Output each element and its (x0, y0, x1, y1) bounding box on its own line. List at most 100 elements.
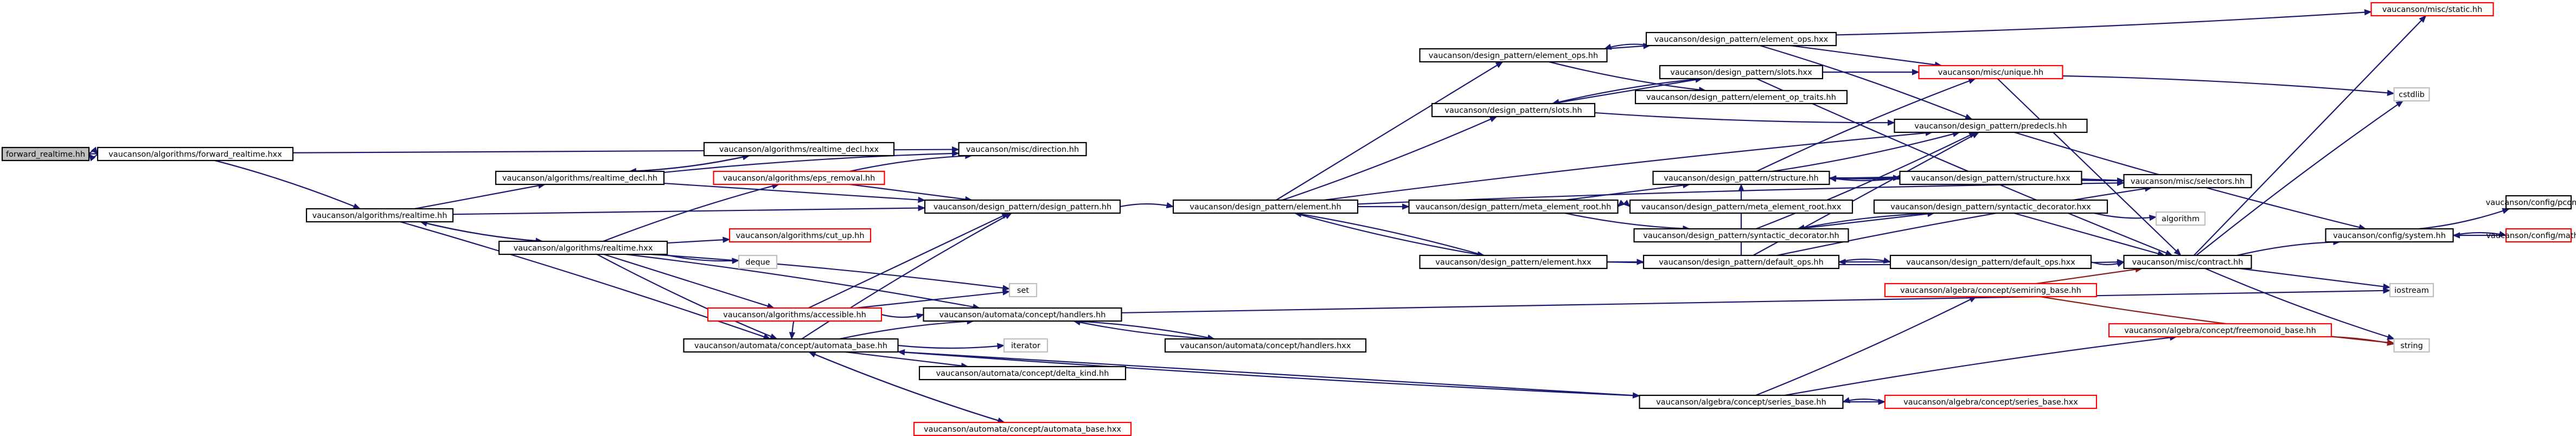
graph-node-forward-realtime-hh[interactable]: forward_realtime.hh (1, 146, 90, 162)
dependency-edge (1797, 212, 1934, 230)
graph-node-auto-delta-kind-hh[interactable]: vaucanson/automata/concept/delta_kind.hh (918, 366, 1127, 381)
dependency-edge (629, 155, 750, 172)
graph-node-dp-slots-hh[interactable]: vaucanson/design_pattern/slots.hh (1431, 102, 1596, 118)
graph-node-misc-direction-hh[interactable]: vaucanson/misc/direction.hh (958, 142, 1087, 157)
graph-node-alg-series-base-hxx[interactable]: vaucanson/algebra/concept/series_base.hx… (1884, 394, 2098, 409)
graph-node-dp-element-ops-hxx[interactable]: vaucanson/design_pattern/element_ops.hxx (1645, 31, 1837, 47)
graph-node-dp-slots-hxx[interactable]: vaucanson/design_pattern/slots.hxx (1659, 65, 1824, 80)
node-label: vaucanson/algorithms/accessible.hh (723, 311, 866, 319)
graph-node-alg-accessible-hh[interactable]: vaucanson/algorithms/accessible.hh (707, 307, 883, 322)
graph-node-alg-freemonoid-base-hh[interactable]: vaucanson/algebra/concept/freemonoid_bas… (2108, 323, 2332, 338)
dependency-edge (603, 253, 775, 309)
edge-arrowhead (951, 146, 960, 153)
edge-arrowhead (1004, 213, 1013, 220)
graph-node-config-system-hh[interactable]: vaucanson/config/system.hh (2325, 228, 2454, 243)
graph-node-auto-automata-base-hxx[interactable]: vaucanson/automata/concept/automata_base… (913, 421, 1132, 436)
dependency-edge (1564, 183, 1690, 201)
graph-node-config-math-hh[interactable]: vaucanson/config/math.hh (2486, 228, 2576, 243)
node-box (1889, 254, 2092, 270)
node-box (1645, 31, 1837, 47)
node-label: vaucanson/design_pattern/element.hh (1190, 203, 1341, 211)
graph-node-iostream[interactable]: iostream (2389, 283, 2434, 298)
dependency-edge (1552, 78, 1703, 105)
graph-node-dp-structure-hxx[interactable]: vaucanson/design_pattern/structure.hxx (1899, 170, 2082, 185)
node-box (707, 307, 883, 322)
graph-node-auto-automata-base-hh[interactable]: vaucanson/automata/concept/automata_base… (683, 338, 899, 353)
graph-node-alg-realtime-decl-hxx[interactable]: vaucanson/algorithms/realtime_decl.hxx (703, 142, 895, 157)
graph-node-dp-structure-hh[interactable]: vaucanson/design_pattern/structure.hh (1652, 170, 1830, 185)
dependency-edge (849, 183, 972, 201)
graph-node-set[interactable]: set (1008, 283, 1038, 298)
node-box (924, 199, 1121, 214)
graph-node-dp-default-ops-hh[interactable]: vaucanson/design_pattern/default_ops.hh (1642, 254, 1840, 270)
graph-node-deque[interactable]: deque (738, 254, 778, 270)
edge-arrowhead (1887, 119, 1895, 126)
graph-node-iterator[interactable]: iterator (1003, 338, 1049, 353)
graph-node-dp-default-ops-hxx[interactable]: vaucanson/design_pattern/default_ops.hxx (1889, 254, 2092, 270)
dependency-edge (1294, 212, 1485, 257)
graph-node-alg-realtime-decl-hh[interactable]: vaucanson/algorithms/realtime_decl.hh (495, 170, 665, 185)
node-box (1894, 118, 2088, 133)
node-label: vaucanson/design_pattern/element_ops.hh (1429, 52, 1598, 60)
edge-arrowhead (88, 153, 96, 162)
node-box (1008, 283, 1038, 298)
dependency-edge (1756, 78, 1976, 172)
graph-node-misc-unique-hh[interactable]: vaucanson/misc/unique.hh (1918, 65, 2063, 80)
node-label: vaucanson/design_pattern/syntactic_decor… (1890, 203, 2091, 211)
edge-arrowhead (1002, 285, 1011, 291)
edge-arrowhead (897, 349, 905, 356)
node-box (495, 170, 665, 185)
dependency-edge (2196, 100, 2404, 256)
graph-node-dp-design-pattern-hh[interactable]: vaucanson/design_pattern/design_pattern.… (924, 199, 1121, 214)
node-label: vaucanson/design_pattern/element_ops.hxx (1654, 35, 1829, 44)
node-box (683, 338, 899, 353)
graph-node-config-pconf-hh[interactable]: vaucanson/config/pconf.hh (2486, 195, 2576, 210)
graph-node-dp-element-hh[interactable]: vaucanson/design_pattern/element.hh (1172, 199, 1359, 214)
node-label: cstdlib (2399, 91, 2425, 99)
graph-node-dp-element-hxx[interactable]: vaucanson/design_pattern/element.hxx (1419, 254, 1608, 270)
graph-node-dp-meta-element-root-hh[interactable]: vaucanson/design_pattern/meta_element_ro… (1408, 199, 1619, 214)
dependency-edge (2062, 75, 2394, 94)
graph-node-dp-predecls-hh[interactable]: vaucanson/design_pattern/predecls.hh (1894, 118, 2088, 133)
node-box (1419, 48, 1608, 63)
graph-node-auto-handlers-hh[interactable]: vaucanson/automata/concept/handlers.hh (923, 307, 1122, 322)
edge-arrowhead (1489, 116, 1498, 123)
graph-node-algorithm[interactable]: algorithm (2155, 211, 2206, 226)
graph-node-dp-meta-element-root-hxx[interactable]: vaucanson/design_pattern/meta_element_ro… (1629, 199, 1853, 214)
edge-arrowhead (1402, 203, 1410, 210)
graph-node-dp-element-ops-hh[interactable]: vaucanson/design_pattern/element_ops.hh (1419, 48, 1608, 63)
node-label: vaucanson/automata/concept/automata_base… (924, 425, 1121, 434)
graph-node-dp-syntactic-decorator-hxx[interactable]: vaucanson/design_pattern/syntactic_decor… (1873, 199, 2108, 214)
edge-arrowhead (1495, 61, 1504, 68)
graph-node-misc-selectors-hh[interactable]: vaucanson/misc/selectors.hh (2123, 174, 2252, 189)
graph-node-dp-element-op-traits-hh[interactable]: vaucanson/design_pattern/element_op_trai… (1634, 89, 1848, 105)
node-box (1164, 338, 1367, 353)
graph-node-cstdlib[interactable]: cstdlib (2393, 87, 2430, 102)
dependency-edge (2014, 212, 2165, 257)
graph-node-alg-realtime-hxx[interactable]: vaucanson/algorithms/realtime.hxx (498, 240, 668, 255)
dependency-edge (1594, 112, 1895, 124)
node-box (1918, 65, 2063, 80)
graph-node-misc-static-hh[interactable]: vaucanson/misc/static.hh (2370, 2, 2494, 17)
graph-node-auto-handlers-hxx[interactable]: vaucanson/automata/concept/handlers.hxx (1164, 338, 1367, 353)
graph-node-alg-series-base-hh[interactable]: vaucanson/algebra/concept/series_base.hh (1639, 394, 1844, 409)
graph-node-alg-eps-removal-hh[interactable]: vaucanson/algorithms/eps_removal.hh (713, 170, 885, 185)
node-label: vaucanson/design_pattern/slots.hxx (1670, 68, 1812, 77)
node-label: vaucanson/config/pconf.hh (2486, 198, 2576, 207)
graph-node-alg-realtime-hh[interactable]: vaucanson/algorithms/realtime.hh (305, 208, 454, 223)
graph-node-dp-syntactic-decorator-hh[interactable]: vaucanson/design_pattern/syntactic_decor… (1633, 228, 1849, 243)
graph-node-alg-semiring-base-hh[interactable]: vaucanson/algebra/concept/semiring_base.… (1884, 283, 2098, 298)
graph-node-alg-cut-up-hh[interactable]: vaucanson/algorithms/cut_up.hh (728, 228, 872, 243)
dependency-edge (898, 351, 1640, 396)
graph-node-string[interactable]: string (2393, 338, 2430, 353)
node-box (713, 170, 885, 185)
edge-arrowhead (951, 150, 960, 157)
dependency-edge (2036, 267, 2143, 285)
node-box (2505, 228, 2572, 243)
node-box (918, 366, 1127, 381)
graph-node-alg-forward-realtime-hxx[interactable]: vaucanson/algorithms/forward_realtime.hx… (97, 146, 294, 162)
node-box (1639, 394, 1844, 409)
graph-node-misc-contract-hh[interactable]: vaucanson/misc/contract.hh (2123, 254, 2252, 270)
dependency-edge (597, 254, 777, 340)
node-label: vaucanson/config/math.hh (2486, 232, 2576, 240)
